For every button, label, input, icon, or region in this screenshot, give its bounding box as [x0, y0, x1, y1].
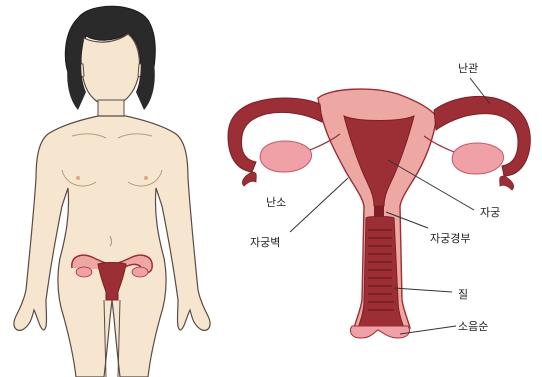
nipple-left	[76, 176, 80, 180]
label-uterus: 자궁	[480, 206, 500, 219]
label-ovary: 난소	[266, 196, 286, 209]
face	[81, 34, 140, 106]
neck	[98, 100, 124, 118]
labia-minora	[350, 326, 409, 338]
small-ovary-right	[132, 267, 148, 277]
right-fimbriae	[500, 176, 514, 190]
torso-and-arms	[14, 116, 210, 377]
small-ovary-left	[76, 267, 92, 277]
label-fallopian-tube: 난관	[458, 62, 478, 75]
right-ovary	[452, 143, 503, 174]
left-fimbriae	[242, 172, 256, 186]
label-cervix: 자궁경부	[430, 232, 470, 245]
leader-uterine-wall	[290, 178, 348, 232]
left-ovary	[260, 141, 311, 172]
leader-vagina	[394, 288, 452, 292]
label-labia-minora: 소음순	[458, 320, 488, 333]
female-body-figure	[14, 6, 210, 377]
nipple-right	[144, 176, 148, 180]
label-uterine-wall: 자궁벽	[250, 236, 280, 249]
label-vagina: 질	[458, 288, 468, 301]
